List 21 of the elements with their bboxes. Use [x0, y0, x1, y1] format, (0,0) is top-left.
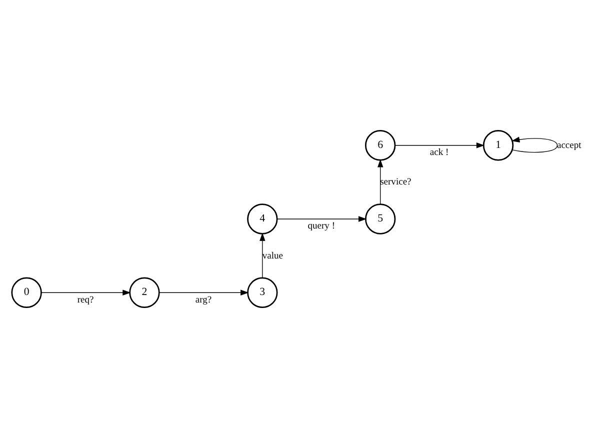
- arrow: [394, 142, 485, 148]
- edge-label: query !: [308, 220, 336, 232]
- arrow: [260, 232, 266, 278]
- edge-label: arg?: [195, 294, 212, 306]
- node-circle: 1: [482, 130, 514, 161]
- node-circle: 0: [11, 277, 42, 308]
- node-circle: 3: [247, 277, 278, 308]
- edge-label: service?: [380, 176, 412, 188]
- node-circle: 4: [247, 204, 278, 234]
- edge-label: value: [262, 250, 283, 262]
- arrow: [377, 159, 384, 205]
- arrow: [511, 136, 558, 153]
- node-circle: 6: [365, 130, 396, 161]
- edge-label: req?: [77, 294, 94, 306]
- arrow: [158, 290, 249, 296]
- edge-label: ack !: [430, 147, 449, 158]
- edge-label: accept: [556, 140, 582, 151]
- arrow: [40, 290, 131, 296]
- arrow: [276, 216, 367, 222]
- node-circle: 2: [129, 277, 160, 308]
- node-circle: 5: [365, 204, 396, 234]
